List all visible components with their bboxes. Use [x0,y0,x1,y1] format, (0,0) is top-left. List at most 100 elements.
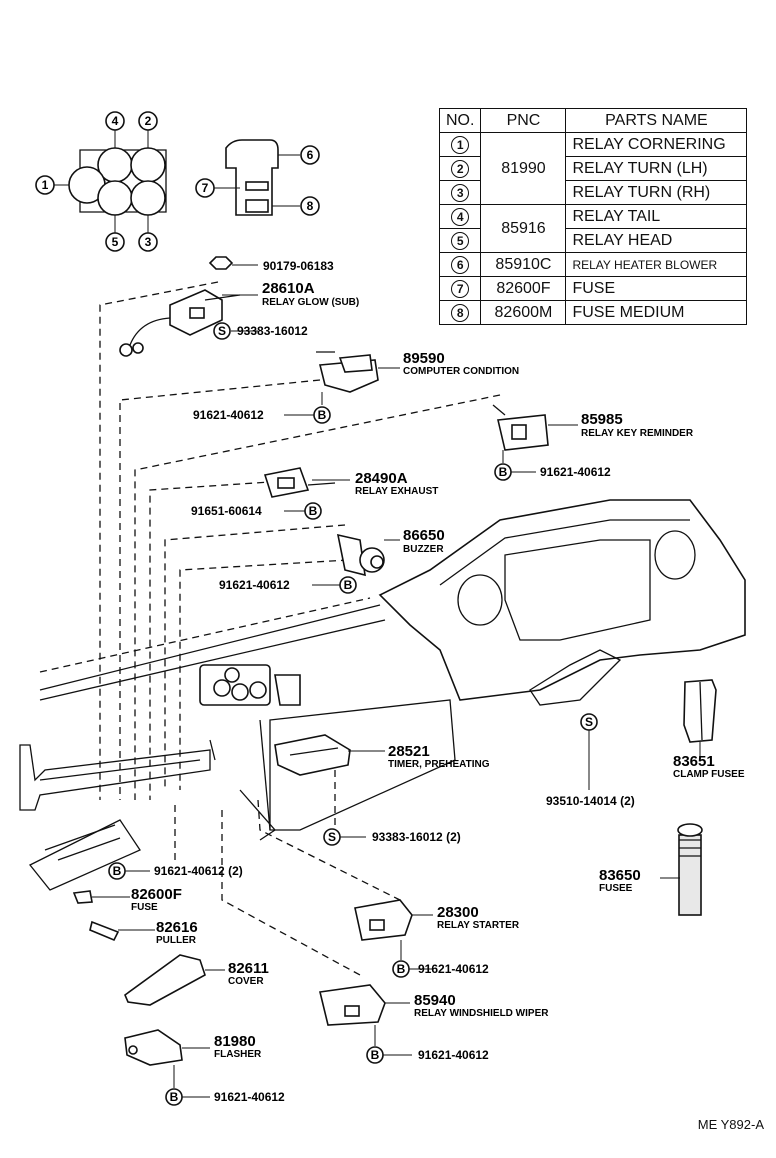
bolt-marker-b: B [392,960,410,978]
relay-glow-icon [119,289,241,357]
fusee-icon [677,823,703,916]
bolt-marker-b: B [366,1046,384,1064]
svg-text:B: B [170,1090,179,1104]
svg-text:3: 3 [145,235,152,249]
table-row: 4 85916 RELAY TAIL [438,204,748,253]
label-81980: 81980 [214,1033,256,1050]
row-pnc: 82600F [480,276,567,301]
callout-2: 2 [138,111,158,131]
relay-exhaust-icon [263,467,336,498]
relay-windshield-wiper-icon [319,984,386,1026]
part-labels: 90179-06183 28610A RELAY GLOW (SUB) 9338… [131,259,745,1104]
svg-text:S: S [585,715,593,729]
label-leaders [92,264,701,1098]
label-86650: 86650 [403,527,445,544]
header-pnc: PNC [480,108,567,133]
label-90179-06183: 90179-06183 [263,259,334,273]
label-28300: 28300 [437,904,479,921]
drawing-code: ME Y892-A [697,1117,764,1132]
label-82600f: 82600F [131,886,182,903]
label-relay-key-reminder: RELAY KEY REMINDER [581,428,694,439]
row-parts-name: RELAY TURN (LH) [565,156,748,181]
svg-text:S: S [328,830,336,844]
header-parts-name: PARTS NAME [565,108,748,133]
cover-icon [124,954,206,1006]
svg-text:B: B [113,864,122,878]
callout-8: 8 [300,196,320,216]
label-timer-preheating: TIMER, PREHEATING [388,759,490,770]
label-91621-40612: 91621-40612 [219,578,290,592]
row-number: 1 [451,135,470,154]
fuse-position-diagram: 6 7 8 [195,139,320,216]
row-parts-name: FUSE MEDIUM [565,300,748,325]
leader-lines [99,281,501,976]
svg-text:S: S [218,324,226,338]
row-number: 3 [451,183,470,202]
label-fuse: FUSE [131,902,158,913]
label-91651-60614: 91651-60614 [191,504,262,518]
buzzer-icon [336,533,385,577]
clamp-fusee-icon [683,679,717,743]
nut-90179-icon [208,256,234,270]
label-cover: COVER [228,976,264,987]
label-91621-40612: 91621-40612 [418,962,489,976]
bolt-marker-b: B [165,1088,183,1106]
parts-table: NO. PNC PARTS NAME 1 81990 RELAY CORNERI… [438,108,748,325]
row-parts-name: RELAY TAIL [565,204,748,229]
header-no: NO. [438,108,482,133]
row-parts-name: RELAY TURN (RH) [565,180,748,205]
label-83651: 83651 [673,753,715,770]
parts-table-header: NO. PNC PARTS NAME [438,108,748,133]
label-91621-40612: 91621-40612 [540,465,611,479]
row-parts-name: RELAY HEAD [565,228,748,253]
label-fusee: FUSEE [599,883,633,894]
bolt-marker-b: B [313,406,331,424]
row-pnc: 81990 [480,132,567,205]
callout-7: 7 [195,178,215,198]
row-pnc: 82600M [480,300,567,325]
row-number: 7 [451,279,470,298]
row-number: 2 [451,159,470,178]
svg-text:8: 8 [307,199,314,213]
svg-text:6: 6 [307,148,314,162]
label-relay-glow: RELAY GLOW (SUB) [262,297,359,308]
svg-text:B: B [397,962,406,976]
row-parts-name: FUSE [565,276,748,301]
relay-block [199,664,301,706]
table-row: 3 RELAY TURN (RH) [438,180,748,205]
bolt-marker-b: B [494,463,512,481]
label-buzzer: BUZZER [403,544,444,555]
label-93383-16012-2: 93383-16012 (2) [372,830,461,844]
bolt-marker-b: B [108,862,126,880]
row-parts-name: RELAY HEATER BLOWER [565,252,748,277]
label-flasher: FLASHER [214,1049,262,1060]
instrument-panel [19,499,746,891]
screw-marker-s: S [213,322,231,340]
label-28610a: 28610A [262,280,315,297]
row-number: 5 [451,231,470,250]
label-89590: 89590 [403,350,445,367]
bolt-marker-b: B [339,576,357,594]
label-85985: 85985 [581,411,623,428]
label-relay-windshield-wiper: RELAY WINDSHIELD WIPER [414,1008,549,1019]
svg-text:2: 2 [145,114,152,128]
computer-condition-icon [316,351,379,393]
relay-key-reminder-icon [492,404,549,451]
flasher-icon [124,1029,183,1066]
label-85940: 85940 [414,992,456,1009]
screw-marker-s: S [323,828,341,846]
row-pnc: 85916 [480,204,567,253]
row-pnc: 85910C [480,252,567,277]
label-computer-condition: COMPUTER CONDITION [403,366,519,377]
label-28521: 28521 [388,743,430,760]
label-puller: PULLER [156,935,197,946]
row-parts-name: RELAY CORNERING [565,132,748,157]
svg-text:1: 1 [42,178,49,192]
label-91621-40612: 91621-40612 [193,408,264,422]
label-82611: 82611 [228,960,269,977]
table-row: 6 85910C RELAY HEATER BLOWER [438,252,748,277]
label-91621-40612: 91621-40612 [214,1090,285,1104]
svg-text:B: B [309,504,318,518]
callout-5: 5 [105,232,125,252]
